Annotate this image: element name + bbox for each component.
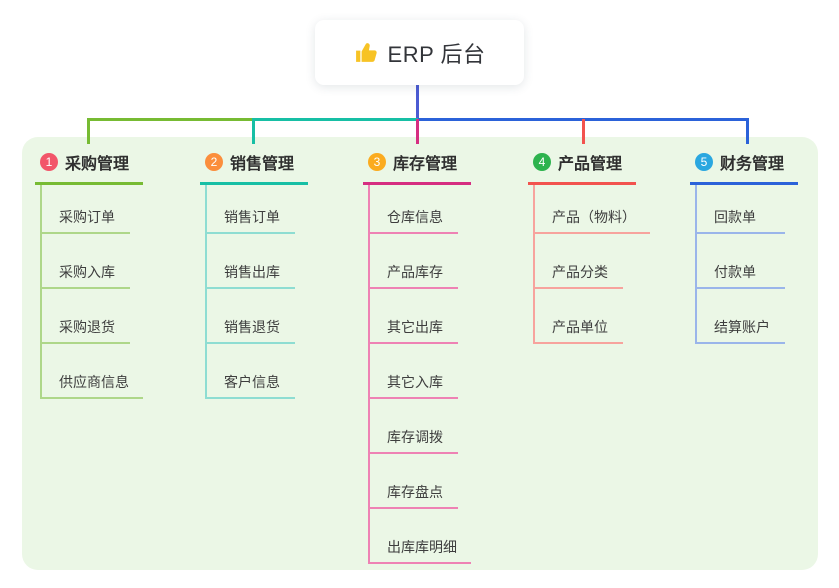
child-node[interactable]: 其它入库 — [370, 344, 458, 399]
child-node[interactable]: 采购退货 — [42, 289, 130, 344]
child-node[interactable]: 销售订单 — [207, 185, 295, 234]
child-node[interactable]: 仓库信息 — [370, 185, 458, 234]
children-group: 采购订单 采购入库 采购退货 供应商信息 — [40, 185, 143, 399]
drop-connector-inventory — [416, 119, 419, 144]
child-node[interactable]: 产品库存 — [370, 234, 458, 289]
canvas-panel — [22, 137, 818, 570]
thumbs-up-icon — [354, 40, 379, 65]
child-node[interactable]: 客户信息 — [207, 344, 295, 399]
branch-header[interactable]: 4 产品管理 — [528, 149, 637, 185]
child-node[interactable]: 库存盘点 — [370, 454, 458, 509]
root-node[interactable]: ERP 后台 — [315, 20, 524, 85]
child-node[interactable]: 出库库明细 — [370, 509, 471, 564]
child-node[interactable]: 采购入库 — [42, 234, 130, 289]
branch-finance: 5 财务管理 回款单 付款单 结算账户 — [690, 149, 799, 344]
branch-badge: 4 — [533, 153, 551, 171]
branch-badge: 3 — [368, 153, 386, 171]
branch-header[interactable]: 3 库存管理 — [363, 149, 472, 185]
branch-badge: 2 — [205, 153, 223, 171]
child-node[interactable]: 回款单 — [697, 185, 785, 234]
branch-product: 4 产品管理 产品（物料） 产品分类 产品单位 — [528, 149, 650, 344]
branch-title: 库存管理 — [393, 156, 458, 173]
branch-header[interactable]: 2 销售管理 — [200, 149, 309, 185]
children-group: 销售订单 销售出库 销售退货 客户信息 — [205, 185, 308, 399]
children-group: 回款单 付款单 结算账户 — [695, 185, 798, 344]
branch-header[interactable]: 1 采购管理 — [35, 149, 144, 185]
drop-connector-purchase — [87, 118, 90, 144]
children-group: 产品（物料） 产品分类 产品单位 — [533, 185, 650, 344]
child-node[interactable]: 销售出库 — [207, 234, 295, 289]
child-node[interactable]: 采购订单 — [42, 185, 130, 234]
child-node[interactable]: 结算账户 — [697, 289, 785, 344]
branch-header[interactable]: 5 财务管理 — [690, 149, 799, 185]
branch-title: 采购管理 — [65, 156, 130, 173]
branch-inventory: 3 库存管理 仓库信息 产品库存 其它出库 其它入库 库存调拨 库存盘点 出库库… — [363, 149, 472, 564]
branch-title: 销售管理 — [230, 156, 295, 173]
child-node[interactable]: 付款单 — [697, 234, 785, 289]
branch-badge: 5 — [695, 153, 713, 171]
child-node[interactable]: 其它出库 — [370, 289, 458, 344]
drop-connector-finance — [746, 118, 749, 144]
child-node[interactable]: 销售退货 — [207, 289, 295, 344]
branch-badge: 1 — [40, 153, 58, 171]
child-node[interactable]: 产品（物料） — [535, 185, 650, 234]
child-node[interactable]: 库存调拨 — [370, 399, 458, 454]
root-title: ERP 后台 — [387, 41, 486, 67]
children-group: 仓库信息 产品库存 其它出库 其它入库 库存调拨 库存盘点 出库库明细 — [368, 185, 471, 564]
branch-sales: 2 销售管理 销售订单 销售出库 销售退货 客户信息 — [200, 149, 309, 399]
child-node[interactable]: 产品分类 — [535, 234, 623, 289]
child-node[interactable]: 产品单位 — [535, 289, 623, 344]
drop-connector-product — [582, 119, 585, 144]
branch-purchase: 1 采购管理 采购订单 采购入库 采购退货 供应商信息 — [35, 149, 144, 399]
branch-title: 财务管理 — [720, 156, 785, 173]
drop-connector-sales — [252, 118, 255, 144]
branch-title: 产品管理 — [558, 156, 623, 173]
bus-segment-sales — [253, 118, 418, 121]
bus-segment-purchase — [87, 118, 254, 121]
trunk-connector — [416, 85, 419, 121]
child-node[interactable]: 供应商信息 — [42, 344, 143, 399]
